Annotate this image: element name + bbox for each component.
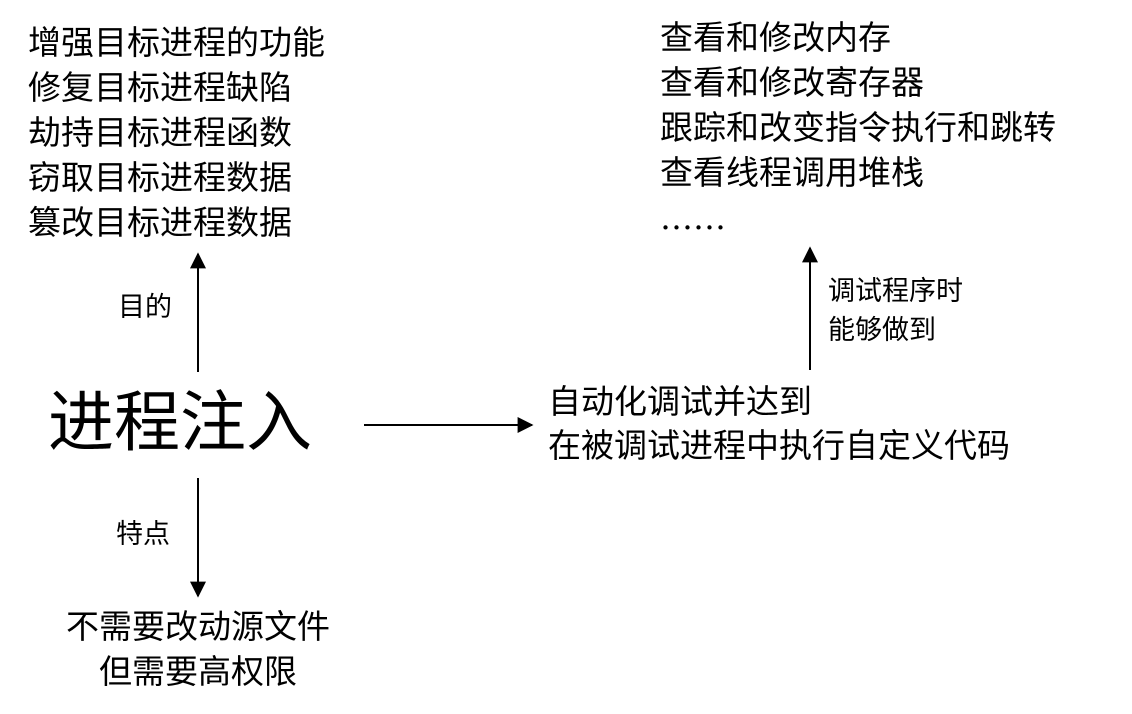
features-text: 不需要改动源文件 但需要高权限 bbox=[30, 604, 366, 694]
debug-capability-item: 查看和修改寄存器 bbox=[660, 63, 924, 102]
debug-label-line: 调试程序时 bbox=[828, 276, 963, 307]
purpose-item: 劫持目标进程函数 bbox=[28, 113, 292, 152]
debug-capability-item: 查看线程调用堆栈 bbox=[660, 153, 924, 192]
purpose-item: 窃取目标进程数据 bbox=[28, 158, 292, 197]
feature-line: 但需要高权限 bbox=[99, 652, 297, 691]
debug-capabilities-list: 查看和修改内存 查看和修改寄存器 跟踪和改变指令执行和跳转 查看线程调用堆栈 …… bbox=[660, 15, 1056, 240]
debug-capability-item: 跟踪和改变指令执行和跳转 bbox=[660, 108, 1056, 147]
debug-label-line: 能够做到 bbox=[828, 315, 936, 346]
feature-label: 特点 bbox=[116, 519, 170, 550]
result-line: 在被调试进程中执行自定义代码 bbox=[548, 426, 1010, 465]
purposes-list: 增强目标进程的功能 修复目标进程缺陷 劫持目标进程函数 窃取目标进程数据 篡改目… bbox=[28, 20, 325, 245]
purpose-item: 增强目标进程的功能 bbox=[28, 23, 325, 62]
result-text: 自动化调试并达到 在被调试进程中执行自定义代码 bbox=[548, 380, 1010, 468]
debug-label: 调试程序时 能够做到 bbox=[828, 272, 963, 350]
feature-line: 不需要改动源文件 bbox=[66, 607, 330, 646]
result-line: 自动化调试并达到 bbox=[548, 382, 812, 421]
purpose-item: 篡改目标进程数据 bbox=[28, 203, 292, 242]
purpose-label: 目的 bbox=[118, 292, 172, 323]
purpose-item: 修复目标进程缺陷 bbox=[28, 68, 292, 107]
central-node-title: 进程注入 bbox=[48, 384, 312, 461]
debug-capability-item: 查看和修改内存 bbox=[660, 18, 891, 57]
debug-capability-item: …… bbox=[660, 198, 726, 237]
